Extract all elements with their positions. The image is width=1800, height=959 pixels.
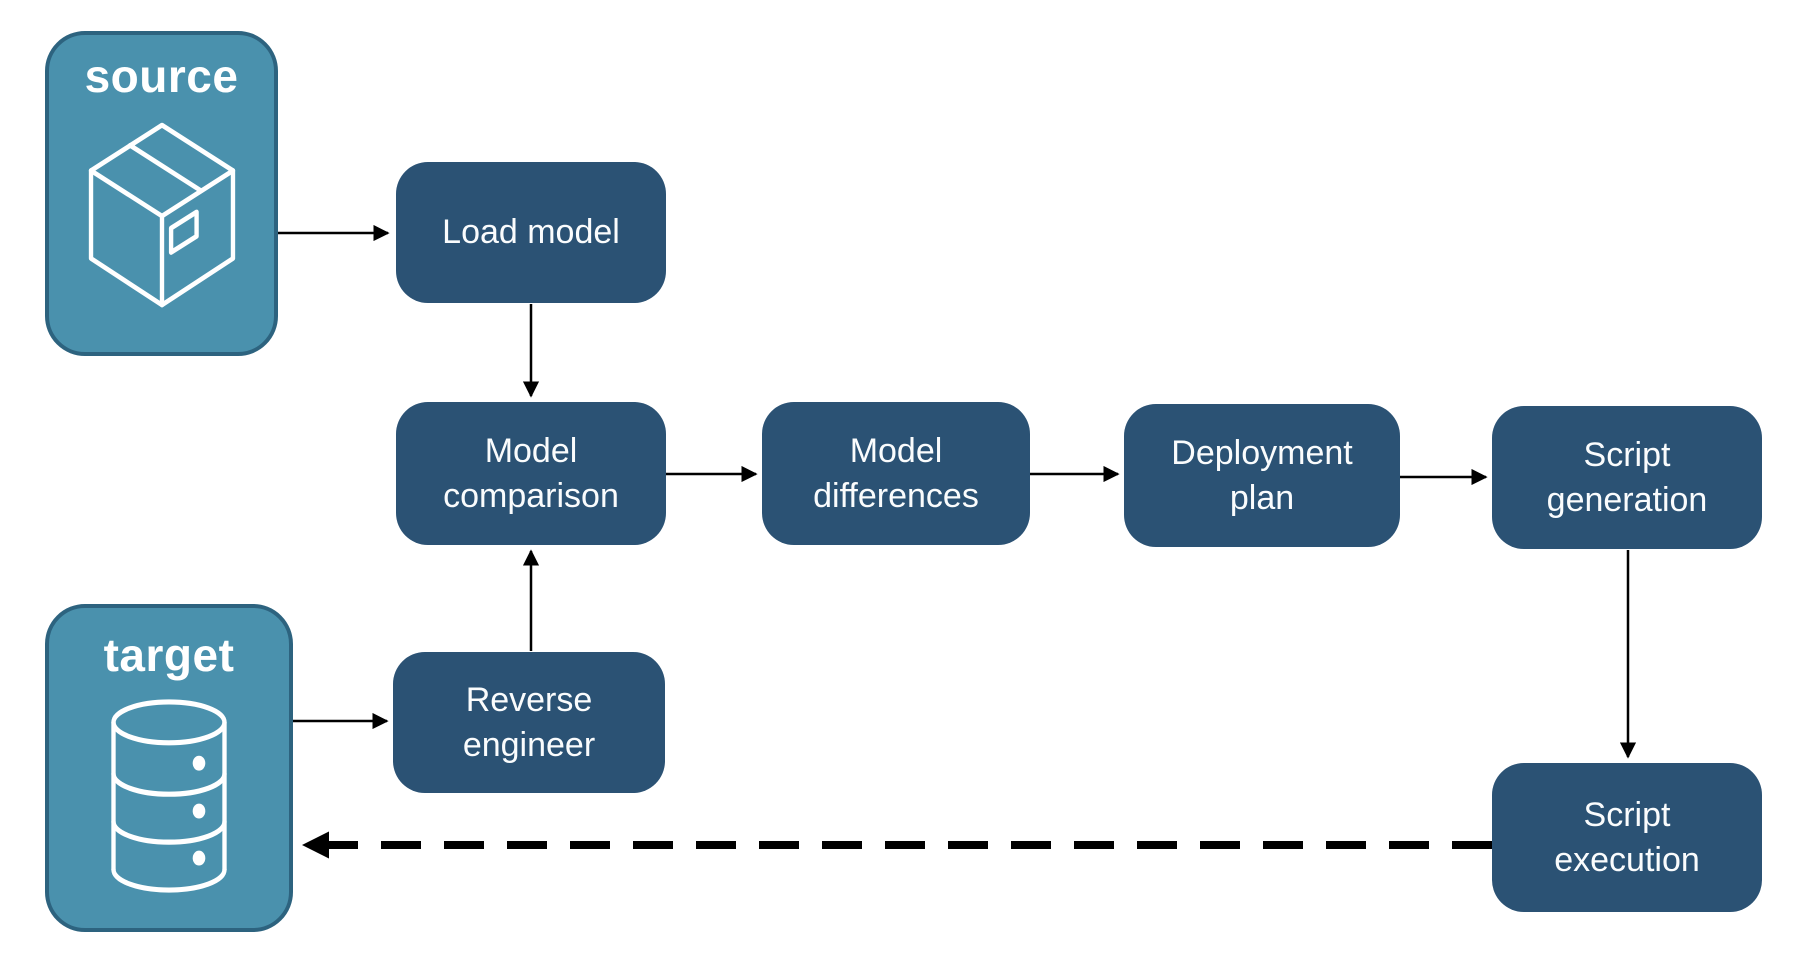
endpoint-target: target bbox=[45, 604, 293, 932]
node-label: Deployment plan bbox=[1171, 433, 1353, 517]
node-label: Reverse engineer bbox=[462, 680, 596, 764]
source-label: source bbox=[84, 50, 239, 102]
node-reverse-engineer: Reverse engineer bbox=[393, 652, 665, 793]
node-deployment-plan: Deployment plan bbox=[1124, 404, 1400, 547]
node-model-differences: Model differences bbox=[762, 402, 1030, 545]
node-load-model: Load model bbox=[396, 162, 666, 303]
node-label: Script generation bbox=[1546, 435, 1708, 519]
database-icon bbox=[94, 694, 244, 903]
node-label: Script execution bbox=[1554, 795, 1700, 879]
node-label: Load model bbox=[442, 213, 620, 252]
node-label: Model differences bbox=[813, 431, 979, 515]
node-label: Model comparison bbox=[443, 431, 619, 515]
endpoint-source: source bbox=[45, 31, 278, 356]
node-script-execution: Script execution bbox=[1492, 763, 1762, 912]
package-icon bbox=[71, 111, 253, 318]
node-model-comparison: Model comparison bbox=[396, 402, 666, 545]
target-label: target bbox=[103, 629, 235, 681]
node-script-generation: Script generation bbox=[1492, 406, 1762, 549]
